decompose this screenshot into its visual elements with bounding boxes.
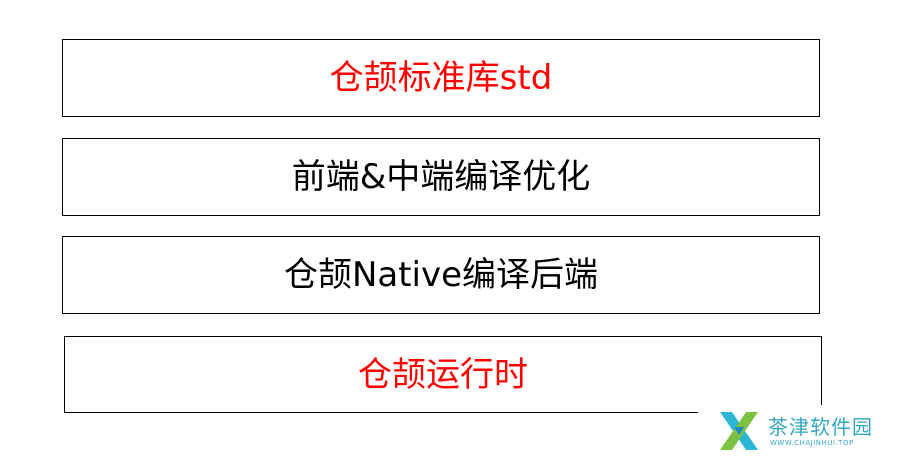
layer-std: 仓颉标准库std — [62, 39, 820, 117]
layer-std-label: 仓颉标准库std — [329, 58, 553, 98]
x-logo-icon — [720, 412, 758, 450]
watermark-name: 茶津软件园 — [768, 415, 873, 439]
watermark: 茶津软件园 WWW.CHAJINHUI.TOP — [698, 405, 898, 455]
layer-frontend: 前端&中端编译优化 — [62, 138, 820, 216]
watermark-url: WWW.CHAJINHUI.TOP — [770, 439, 854, 447]
layer-frontend-label: 前端&中端编译优化 — [291, 157, 591, 197]
layer-backend-label: 仓颉Native编译后端 — [283, 255, 599, 295]
layer-runtime-label: 仓颉运行时 — [358, 354, 528, 395]
layer-backend: 仓颉Native编译后端 — [62, 236, 820, 314]
layer-runtime: 仓颉运行时 — [64, 336, 822, 413]
